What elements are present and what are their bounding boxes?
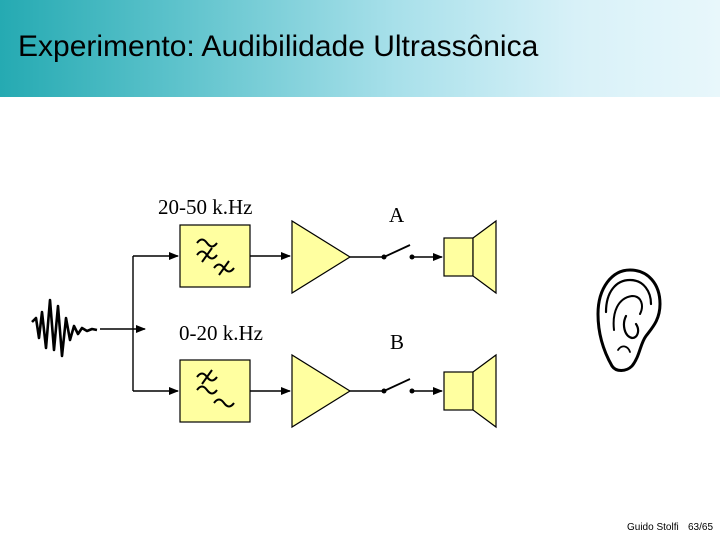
- band-high-label: 20-50 k.Hz: [158, 195, 253, 219]
- bandpass-filter-icon: [179, 224, 251, 288]
- footer-page-number: 63/65: [688, 522, 714, 533]
- switch-icon: [381, 378, 443, 395]
- speaker-icon: [443, 353, 497, 429]
- ear-icon: [596, 268, 662, 372]
- footer-author: Guido Stolfi: [627, 522, 679, 533]
- channel-a-label: A: [389, 203, 405, 227]
- channel-b-label: B: [390, 330, 405, 354]
- lowpass-filter-icon: [179, 359, 251, 423]
- slide-title: Experimento: Audibilidade Ultrassônica: [18, 30, 539, 63]
- amplifier-icon: [291, 353, 352, 429]
- title-bar: Experimento: Audibilidade Ultrassônica: [0, 0, 720, 97]
- switch-icon: [381, 244, 443, 261]
- amplifier-icon: [291, 219, 352, 295]
- band-low-label: 0-20 k.Hz: [179, 321, 263, 345]
- waveform-icon: [31, 298, 98, 358]
- speaker-icon: [443, 219, 497, 295]
